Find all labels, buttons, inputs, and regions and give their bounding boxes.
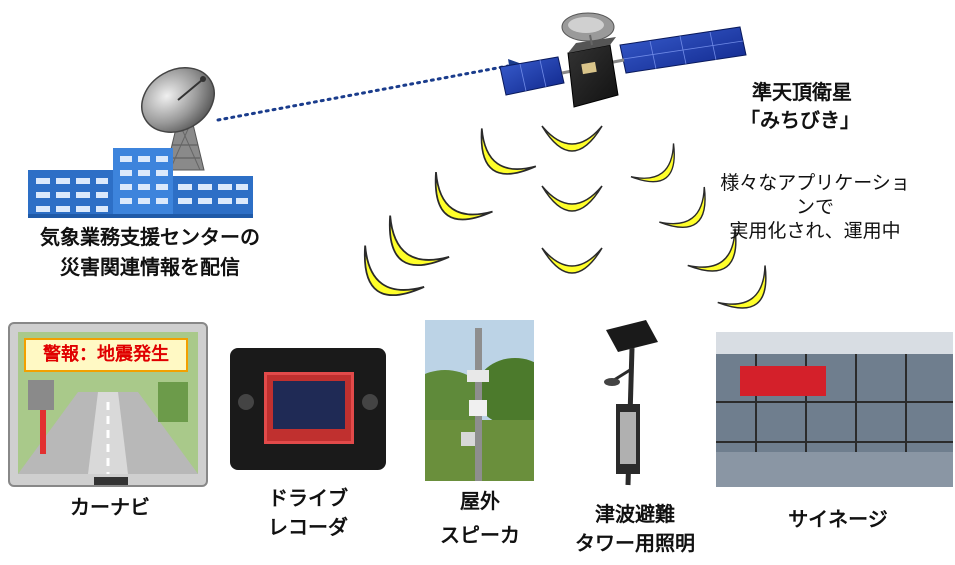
car-navi-button bbox=[94, 477, 128, 485]
signage-photo bbox=[716, 332, 953, 487]
outdoor-speaker-label: 屋外 スピーカ bbox=[440, 489, 520, 547]
tsunami-tower-light-icon bbox=[604, 320, 658, 486]
building-icon bbox=[28, 148, 253, 218]
drive-recorder-screen bbox=[264, 372, 354, 444]
outdoor-speaker-photo bbox=[425, 320, 534, 481]
satellite-label: 準天頂衛星 「みちびき」 bbox=[740, 80, 860, 132]
signal-wave-icon bbox=[347, 244, 426, 313]
signal-wave-icon bbox=[372, 214, 451, 283]
signal-wave-icon bbox=[465, 127, 537, 190]
signage-label: サイネージ bbox=[788, 507, 888, 531]
signal-wave-icon bbox=[541, 247, 603, 274]
ground-station-label: 気象業務支援センターの 災害関連情報を配信 bbox=[40, 225, 260, 279]
car-navi-screen: 警報：地震発生 bbox=[18, 332, 198, 474]
parabolic-antenna-icon bbox=[141, 67, 215, 171]
signal-wave-icon bbox=[716, 264, 782, 323]
signal-wave-icon bbox=[541, 185, 603, 212]
signal-wave-icon bbox=[418, 171, 494, 237]
car-navi-device: 警報：地震発生 bbox=[8, 322, 208, 487]
car-navi-label: カーナビ bbox=[70, 495, 150, 519]
tsunami-tower-light-label: 津波避難 タワー用照明 bbox=[575, 502, 695, 555]
drive-recorder-device bbox=[230, 348, 386, 470]
drive-recorder-label: ドライブ レコーダ bbox=[268, 486, 348, 539]
signal-wave-icon bbox=[541, 125, 603, 152]
alert-banner: 警報：地震発生 bbox=[24, 338, 188, 372]
signal-wave-icon bbox=[630, 142, 689, 196]
application-note: 様々なアプリケーショ ンで 実用化され、運用中 bbox=[720, 172, 910, 242]
satellite-icon bbox=[499, 12, 747, 108]
